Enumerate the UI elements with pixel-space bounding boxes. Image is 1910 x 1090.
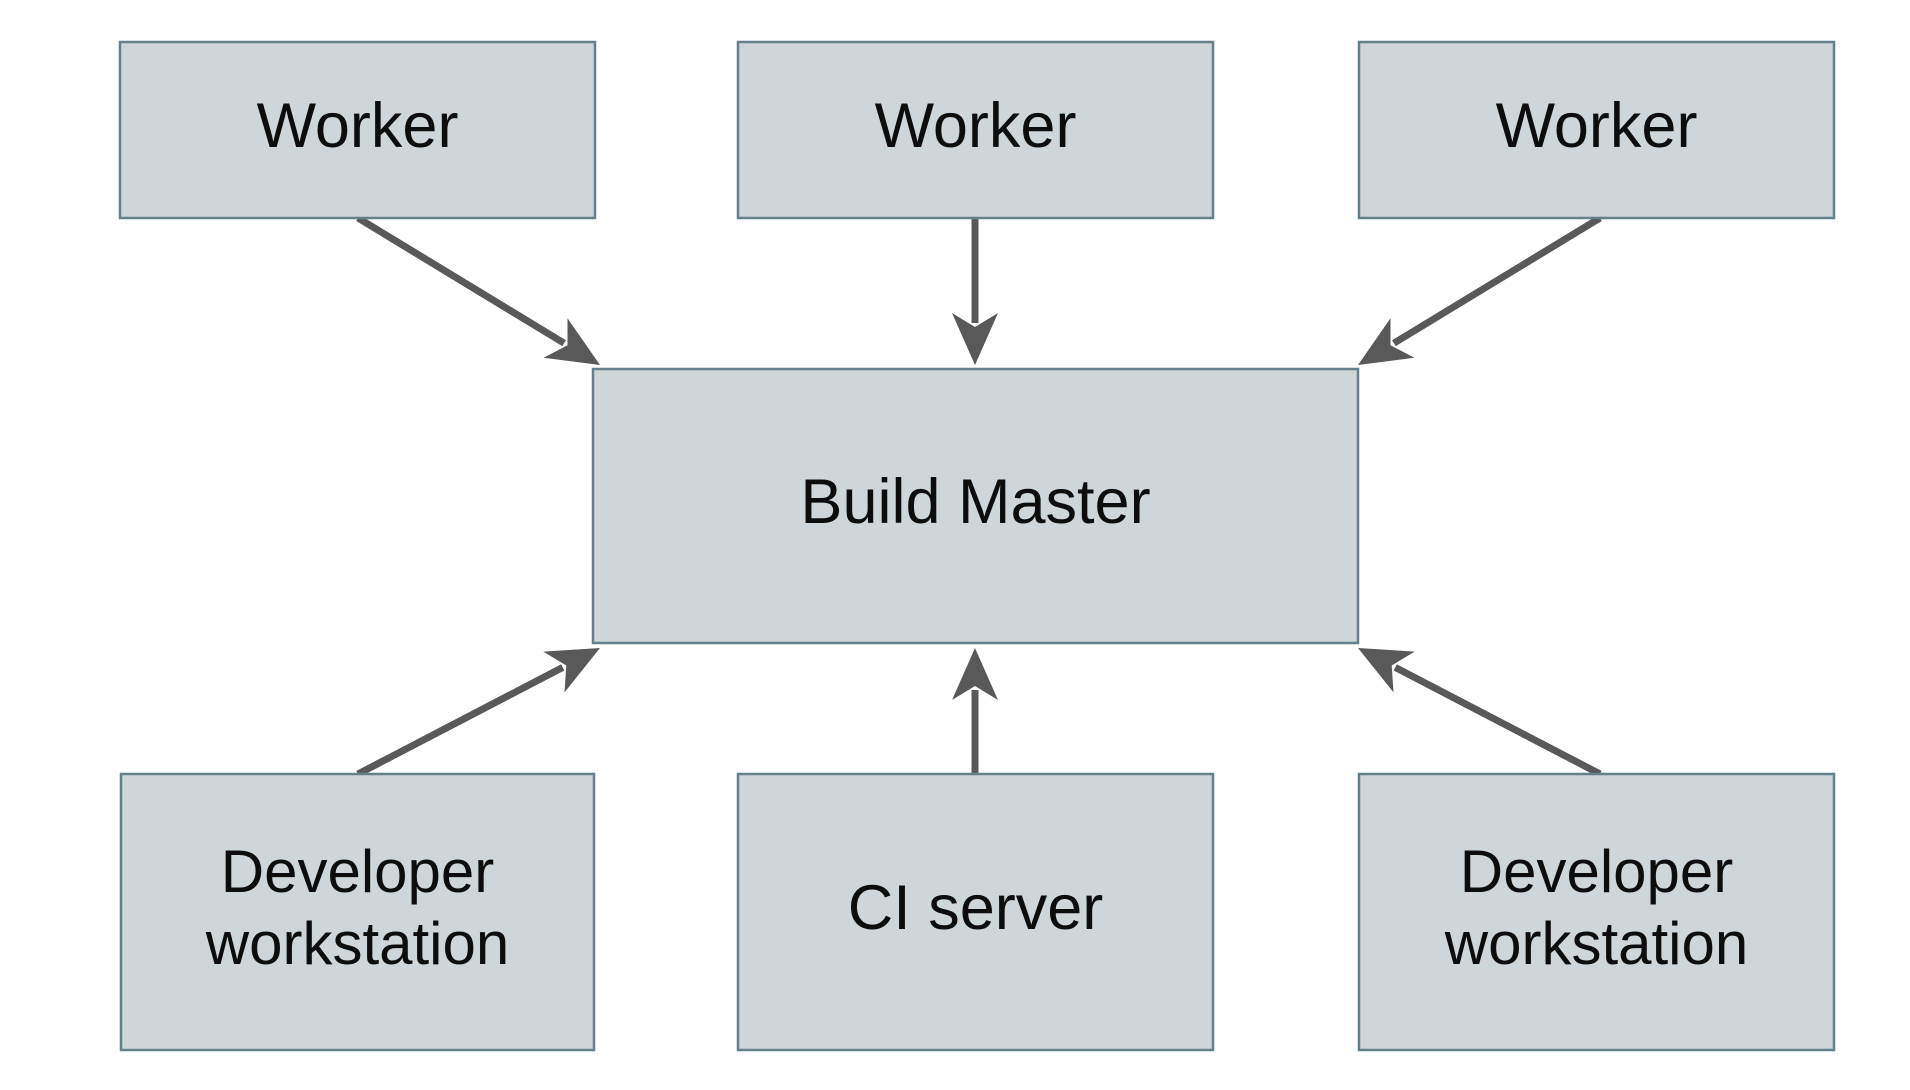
- edge-worker-1-to-build-master-arrowhead-icon: [543, 318, 600, 365]
- edge-worker-3-to-build-master-line: [1392, 215, 1602, 347]
- node-ci-server[interactable]: CI server: [736, 772, 1215, 1052]
- edge-worker-1-to-build-master: [356, 215, 600, 365]
- edge-worker-2-to-build-master-arrowhead-icon: [952, 313, 998, 365]
- node-box-worker-1[interactable]: [118, 40, 597, 220]
- node-box-developer-workstation-right[interactable]: [1357, 772, 1836, 1052]
- edge-worker-3-to-build-master-arrowhead-icon: [1358, 318, 1415, 365]
- edge-ci-server-to-build-master: [952, 648, 998, 774]
- node-label-line: workstation: [1444, 910, 1748, 977]
- edge-worker-1-to-build-master-line: [356, 215, 566, 347]
- edges-layer: [356, 215, 1602, 778]
- node-label-line: workstation: [205, 910, 509, 977]
- node-build-master[interactable]: Build Master: [591, 367, 1360, 645]
- edge-developer-workstation-left-to-build-master: [356, 648, 600, 778]
- node-box-build-master[interactable]: [591, 367, 1360, 645]
- edge-developer-workstation-right-to-build-master: [1358, 648, 1602, 778]
- edge-developer-workstation-right-to-build-master-arrowhead-icon: [1358, 648, 1415, 693]
- node-worker-3[interactable]: Worker: [1357, 40, 1836, 220]
- node-box-ci-server[interactable]: [736, 772, 1215, 1052]
- node-box-worker-3[interactable]: [1357, 40, 1836, 220]
- node-label-line: CI server: [848, 873, 1104, 943]
- edge-ci-server-to-build-master-arrowhead-icon: [952, 648, 998, 700]
- node-label-line: Worker: [257, 91, 459, 161]
- node-label-worker-2: Worker: [875, 91, 1077, 161]
- edge-worker-3-to-build-master: [1358, 215, 1602, 365]
- node-label-worker-1: Worker: [257, 91, 459, 161]
- node-label-ci-server: CI server: [848, 873, 1104, 943]
- edge-worker-2-to-build-master: [952, 218, 998, 365]
- node-label-worker-3: Worker: [1496, 91, 1698, 161]
- node-worker-2[interactable]: Worker: [736, 40, 1215, 220]
- node-label-line: Build Master: [800, 467, 1150, 537]
- node-label-line: Worker: [1496, 91, 1698, 161]
- node-box-worker-2[interactable]: [736, 40, 1215, 220]
- edge-developer-workstation-left-to-build-master-arrowhead-icon: [543, 648, 600, 693]
- node-label-line: Worker: [875, 91, 1077, 161]
- node-box-developer-workstation-left[interactable]: [119, 772, 596, 1052]
- node-label-build-master: Build Master: [800, 467, 1150, 537]
- node-worker-1[interactable]: Worker: [118, 40, 597, 220]
- node-label-line: Developer: [1460, 838, 1734, 905]
- edge-developer-workstation-left-to-build-master-line: [356, 664, 565, 778]
- edge-developer-workstation-right-to-build-master-line: [1393, 664, 1602, 778]
- node-label-line: Developer: [221, 838, 495, 905]
